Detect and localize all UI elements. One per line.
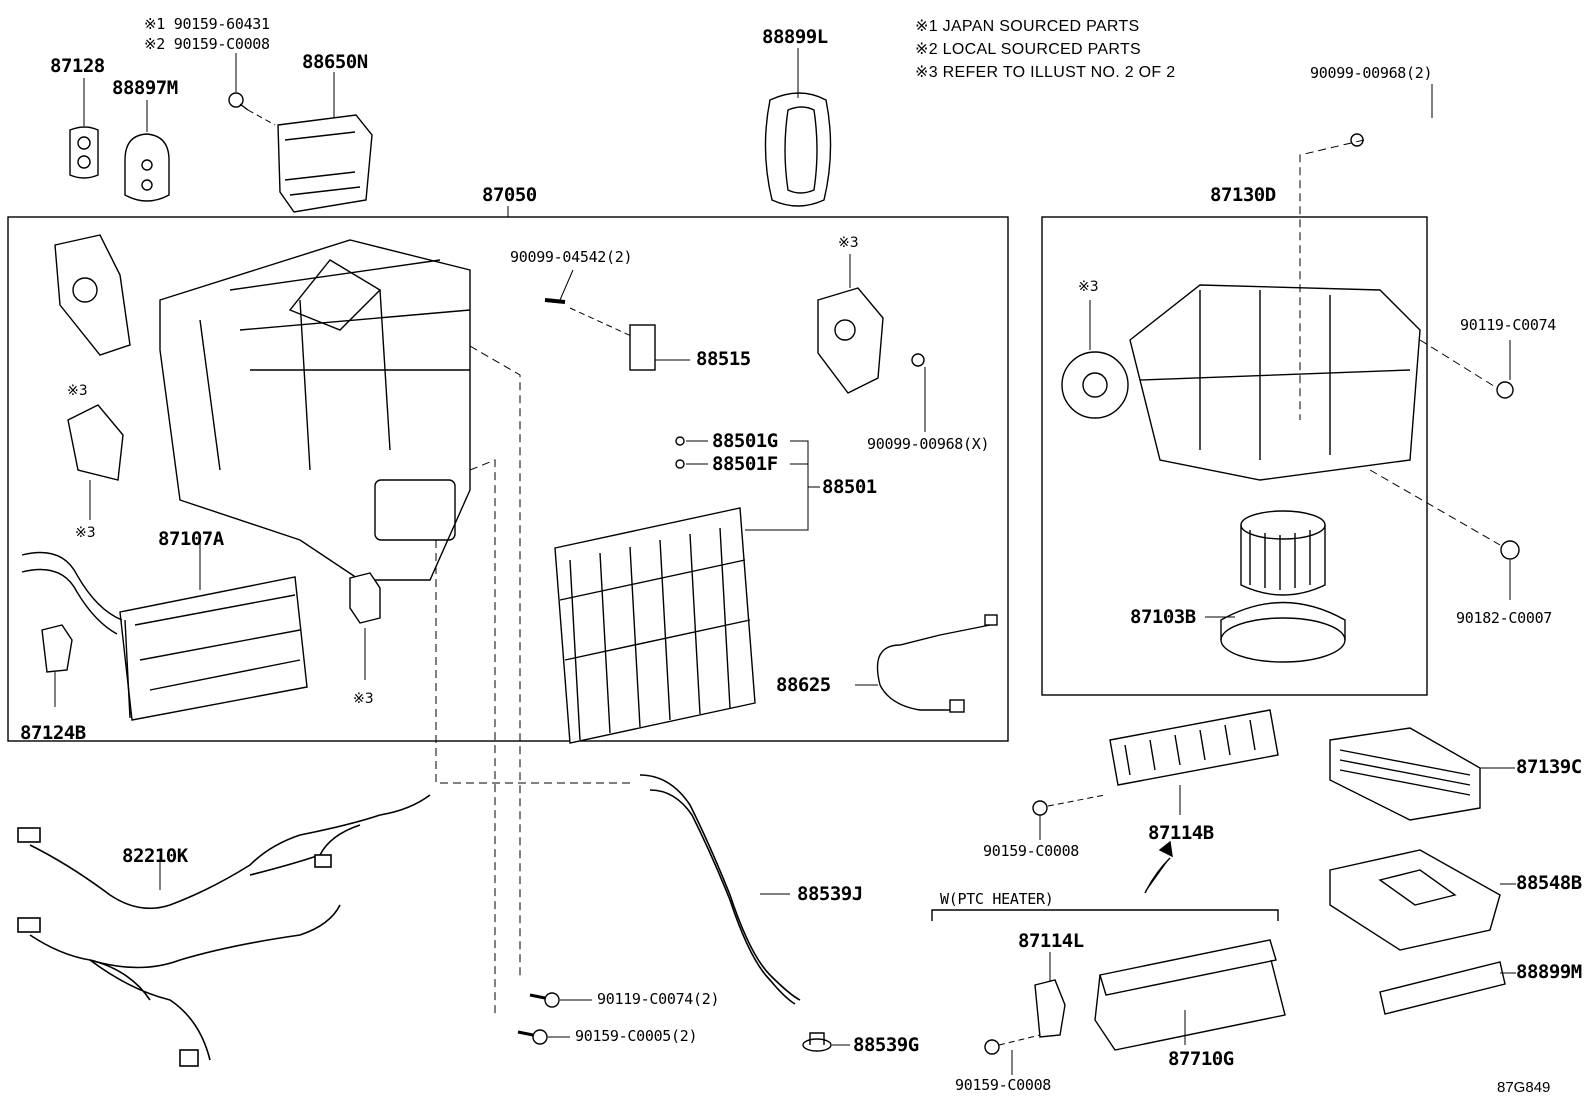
label-88899L[interactable]: 88899L bbox=[762, 26, 828, 48]
thermistor-icon[interactable] bbox=[876, 614, 998, 713]
actuator-top-left-icon[interactable] bbox=[54, 234, 131, 356]
blower-case-icon[interactable] bbox=[1129, 284, 1421, 481]
screw-90159-C0008-bot-icon[interactable] bbox=[984, 1039, 1000, 1055]
label-87128[interactable]: 87128 bbox=[50, 55, 105, 77]
label-90159-C0005-2[interactable]: 90159-C0005(2) bbox=[575, 1027, 698, 1045]
label-90159-C0008-top[interactable]: ※2 90159-C0008 bbox=[144, 35, 270, 53]
label-87130D[interactable]: 87130D bbox=[1210, 184, 1276, 206]
label-90099-04542[interactable]: 90099-04542(2) bbox=[510, 248, 633, 266]
part-88650N-icon[interactable] bbox=[277, 114, 373, 213]
label-88539G[interactable]: 88539G bbox=[853, 1034, 919, 1056]
screw-90099-00968X-icon[interactable] bbox=[911, 353, 925, 367]
label-w-ptc-heater: W(PTC HEATER) bbox=[940, 890, 1054, 908]
screw-90159-C0005-icon[interactable] bbox=[517, 1029, 548, 1045]
filter-case-88548B-icon[interactable] bbox=[1329, 849, 1501, 951]
screw-90119-C0074-icon[interactable] bbox=[1496, 381, 1514, 399]
label-87124B[interactable]: 87124B bbox=[20, 722, 86, 744]
label-88625[interactable]: 88625 bbox=[776, 674, 831, 696]
part-87128-icon[interactable] bbox=[69, 126, 99, 179]
drain-hose-icon[interactable] bbox=[639, 774, 801, 1005]
resistor-icon[interactable] bbox=[349, 572, 381, 624]
ptc-heater-bracket bbox=[931, 909, 1279, 921]
grommet-88539G-icon[interactable] bbox=[802, 1032, 832, 1052]
bracket-87114L-icon[interactable] bbox=[1034, 979, 1066, 1038]
part-88899L-icon[interactable] bbox=[764, 92, 832, 207]
label-90182-C0007[interactable]: 90182-C0007 bbox=[1456, 609, 1553, 627]
label-87710G[interactable]: 87710G bbox=[1168, 1048, 1234, 1070]
bolt-90159-60431-icon[interactable] bbox=[228, 92, 249, 111]
refmark-damper: ※3 bbox=[1078, 279, 1099, 295]
label-88899M[interactable]: 88899M bbox=[1516, 961, 1582, 983]
screw-90159-C0008-mid-icon[interactable] bbox=[1032, 800, 1048, 816]
nut-90182-C0007-icon[interactable] bbox=[1500, 540, 1520, 560]
label-88501[interactable]: 88501 bbox=[822, 476, 877, 498]
blower-motor-icon[interactable] bbox=[1220, 510, 1346, 663]
label-87050[interactable]: 87050 bbox=[482, 184, 537, 206]
actuator-mid-left-icon[interactable] bbox=[67, 404, 124, 481]
label-88501G[interactable]: 88501G bbox=[712, 430, 778, 452]
label-87114B[interactable]: 87114B bbox=[1148, 822, 1214, 844]
label-88897M[interactable]: 88897M bbox=[112, 77, 178, 99]
drawing-code: 87G849 bbox=[1497, 1079, 1551, 1096]
ptc-heater-87710G-icon[interactable] bbox=[1094, 939, 1286, 1051]
refmark-actuator-top-left: ※3 bbox=[67, 383, 88, 399]
label-88515[interactable]: 88515 bbox=[696, 348, 751, 370]
screw-90119-C0074-2-icon[interactable] bbox=[529, 992, 560, 1008]
label-90159-60431[interactable]: ※1 90159-60431 bbox=[144, 15, 270, 33]
ptc-filter-87114B-icon[interactable] bbox=[1109, 709, 1279, 786]
actuator-top-right-icon[interactable] bbox=[817, 287, 884, 394]
damper-plate-icon[interactable] bbox=[1061, 351, 1129, 419]
arrow-up-icon bbox=[1144, 840, 1173, 894]
refmark-actuator-top-right: ※3 bbox=[838, 235, 859, 251]
label-90119-C0074[interactable]: 90119-C0074 bbox=[1460, 316, 1557, 334]
label-87139C[interactable]: 87139C bbox=[1516, 756, 1582, 778]
wire-harness-icon[interactable] bbox=[17, 794, 431, 1067]
evaporator-icon[interactable] bbox=[554, 507, 756, 744]
label-82210K[interactable]: 82210K bbox=[122, 845, 188, 867]
label-88650N[interactable]: 88650N bbox=[302, 51, 368, 73]
cover-88899M-icon[interactable] bbox=[1379, 961, 1506, 1015]
note-1: ※1 JAPAN SOURCED PARTS bbox=[915, 18, 1140, 35]
label-90099-00968-2[interactable]: 90099-00968(2) bbox=[1310, 64, 1433, 82]
label-88501F[interactable]: 88501F bbox=[712, 453, 778, 475]
refmark-resistor: ※3 bbox=[353, 691, 374, 707]
hvac-case-icon[interactable] bbox=[159, 239, 471, 581]
label-87107A[interactable]: 87107A bbox=[158, 528, 224, 550]
label-88539J[interactable]: 88539J bbox=[797, 883, 863, 905]
screw-90099-00968-icon[interactable] bbox=[1350, 133, 1364, 147]
o-ring-G-icon[interactable] bbox=[675, 436, 685, 446]
note-3: ※3 REFER TO ILLUST NO. 2 OF 2 bbox=[915, 64, 1176, 81]
o-ring-F-icon[interactable] bbox=[675, 459, 685, 469]
label-88548B[interactable]: 88548B bbox=[1516, 872, 1582, 894]
refmark-actuator-mid-left: ※3 bbox=[75, 525, 96, 541]
label-87114L[interactable]: 87114L bbox=[1018, 930, 1084, 952]
label-90159-C0008-bot[interactable]: 90159-C0008 bbox=[955, 1076, 1052, 1094]
label-90119-C0074-2[interactable]: 90119-C0074(2) bbox=[597, 990, 720, 1008]
blower-unit-frame bbox=[1041, 216, 1428, 696]
expansion-valve-icon[interactable] bbox=[629, 324, 656, 371]
filter-87139C-icon[interactable] bbox=[1329, 727, 1481, 821]
bolt-90099-04542-icon[interactable] bbox=[544, 298, 566, 304]
note-2: ※2 LOCAL SOURCED PARTS bbox=[915, 41, 1141, 58]
heater-core-icon[interactable] bbox=[21, 551, 308, 721]
clip-87124B-icon[interactable] bbox=[41, 624, 73, 673]
part-88897M-icon[interactable] bbox=[124, 133, 170, 202]
label-90159-C0008-mid[interactable]: 90159-C0008 bbox=[983, 842, 1080, 860]
label-90099-00968X[interactable]: 90099-00968(X) bbox=[867, 435, 990, 453]
label-87103B[interactable]: 87103B bbox=[1130, 606, 1196, 628]
